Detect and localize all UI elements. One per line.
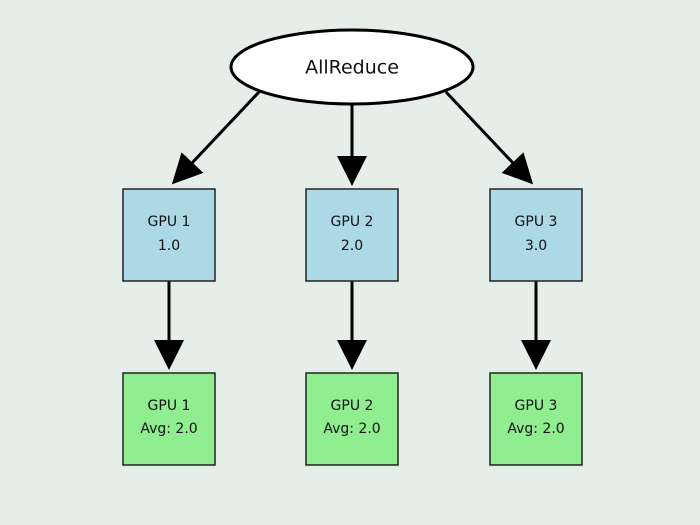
edge-root-to-gpu1 — [171, 90, 261, 185]
output-value: Avg: 2.0 — [140, 421, 197, 437]
output-node-gpu1: GPU 1 Avg: 2.0 — [122, 372, 216, 466]
input-name: GPU 2 — [331, 214, 374, 230]
output-name: GPU 3 — [515, 398, 558, 414]
input-box — [489, 188, 583, 282]
root-node: AllReduce — [229, 28, 475, 106]
output-box — [305, 372, 399, 466]
output-value: Avg: 2.0 — [507, 421, 564, 437]
input-node-gpu1: GPU 1 1.0 — [122, 188, 216, 282]
root-label: AllReduce — [305, 57, 399, 79]
root-ellipse — [229, 28, 475, 106]
input-name: GPU 3 — [515, 214, 558, 230]
input-value: 3.0 — [525, 238, 547, 254]
edge-root-to-gpu3 — [444, 90, 534, 185]
output-name: GPU 1 — [148, 398, 191, 414]
output-node-gpu2: GPU 2 Avg: 2.0 — [305, 372, 399, 466]
input-box — [122, 188, 216, 282]
input-value: 1.0 — [158, 238, 180, 254]
input-name: GPU 1 — [148, 214, 191, 230]
output-box — [122, 372, 216, 466]
output-value: Avg: 2.0 — [323, 421, 380, 437]
output-name: GPU 2 — [331, 398, 374, 414]
input-value: 2.0 — [341, 238, 363, 254]
input-box — [305, 188, 399, 282]
input-node-gpu2: GPU 2 2.0 — [305, 188, 399, 282]
output-box — [489, 372, 583, 466]
input-node-gpu3: GPU 3 3.0 — [489, 188, 583, 282]
output-node-gpu3: GPU 3 Avg: 2.0 — [489, 372, 583, 466]
